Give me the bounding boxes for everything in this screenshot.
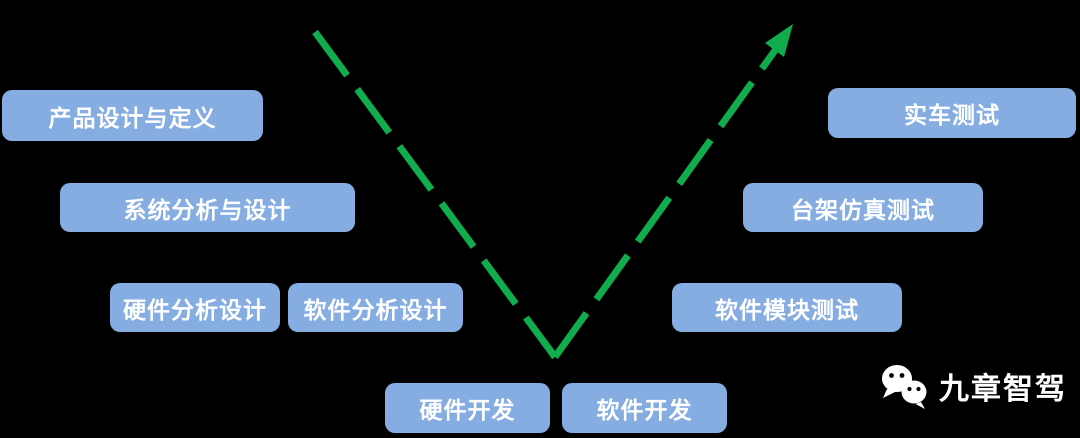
v-arrow-head-icon [765,24,793,57]
brand-name: 九章智驾 [939,373,1067,406]
box-system-analysis-design: 系统分析与设计 [60,183,355,232]
wechat-icon [882,365,927,409]
box-software-analysis-design: 软件分析设计 [288,283,463,332]
v-arrow-left-arm [312,29,558,360]
box-software-development: 软件开发 [562,383,727,433]
box-bench-simulation-testing: 台架仿真测试 [743,183,983,232]
box-product-design-definition: 产品设计与定义 [2,90,263,141]
box-real-vehicle-testing: 实车测试 [828,88,1076,138]
box-hardware-development: 硬件开发 [385,383,550,433]
box-software-module-testing: 软件模块测试 [672,283,902,332]
v-arrow-right-arm [552,46,779,360]
watermark: 九章智驾 [880,362,1067,410]
box-hardware-analysis-design: 硬件分析设计 [110,283,280,332]
